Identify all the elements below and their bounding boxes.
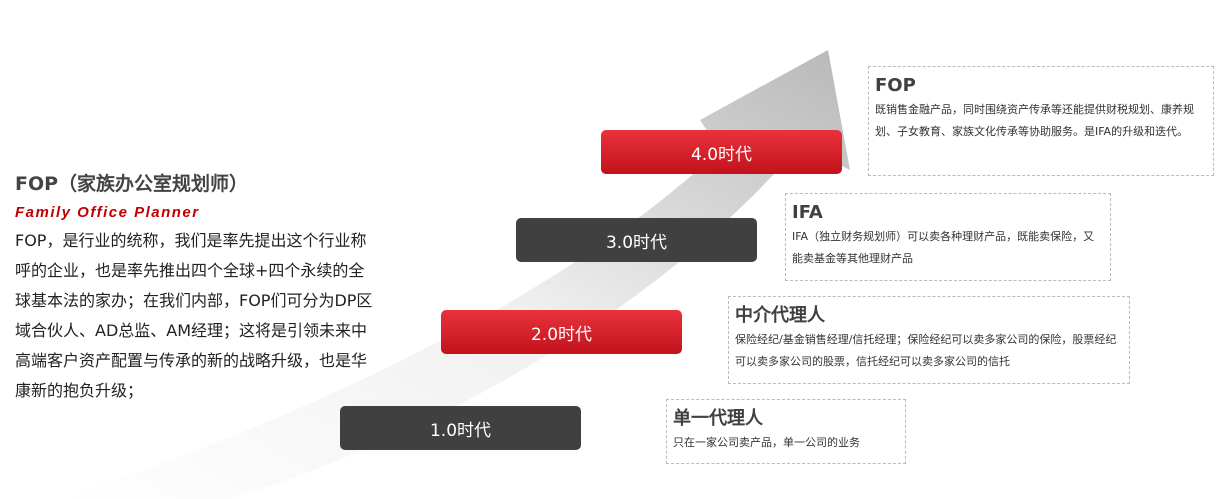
intro-body: FOP，是行业的统称，我们是率先提出这个行业称呼的企业，也是率先推出四个全球+四… — [15, 231, 373, 400]
era-2-bar: 2.0时代 — [441, 310, 682, 354]
era-2-title: 中介代理人 — [735, 305, 825, 326]
era-4-card: FOP 既销售金融产品，同时围绕资产传承等还能提供财税规划、康养规划、子女教育、… — [868, 66, 1214, 176]
era-1-desc: 只在一家公司卖产品，单一公司的业务 — [673, 436, 860, 449]
era-3-desc: IFA（独立财务规划师）可以卖各种理财产品，既能卖保险，又能卖基金等其他理财产品 — [792, 230, 1095, 265]
intro-section: FOP（家族办公室规划师） Family Office Planner FOP，… — [15, 168, 375, 406]
era-1-card: 单一代理人 只在一家公司卖产品，单一公司的业务 — [666, 399, 906, 464]
era-2-desc: 保险经纪/基金销售经理/信托经理；保险经纪可以卖多家公司的保险，股票经纪可以卖多… — [735, 333, 1117, 368]
era-4-desc: 既销售金融产品，同时围绕资产传承等还能提供财税规划、康养规划、子女教育、家族文化… — [875, 103, 1194, 138]
intro-title: FOP（家族办公室规划师） — [15, 173, 249, 195]
era-4-title: FOP — [875, 75, 916, 96]
era-3-card: IFA IFA（独立财务规划师）可以卖各种理财产品，既能卖保险，又能卖基金等其他… — [785, 193, 1111, 281]
era-4-bar: 4.0时代 — [601, 130, 842, 174]
intro-subtitle: Family Office Planner — [15, 204, 200, 221]
era-1-title: 单一代理人 — [673, 408, 763, 429]
era-1-bar: 1.0时代 — [340, 406, 581, 450]
era-3-bar: 3.0时代 — [516, 218, 757, 262]
era-2-card: 中介代理人 保险经纪/基金销售经理/信托经理；保险经纪可以卖多家公司的保险，股票… — [728, 296, 1130, 384]
era-3-title: IFA — [792, 202, 823, 223]
